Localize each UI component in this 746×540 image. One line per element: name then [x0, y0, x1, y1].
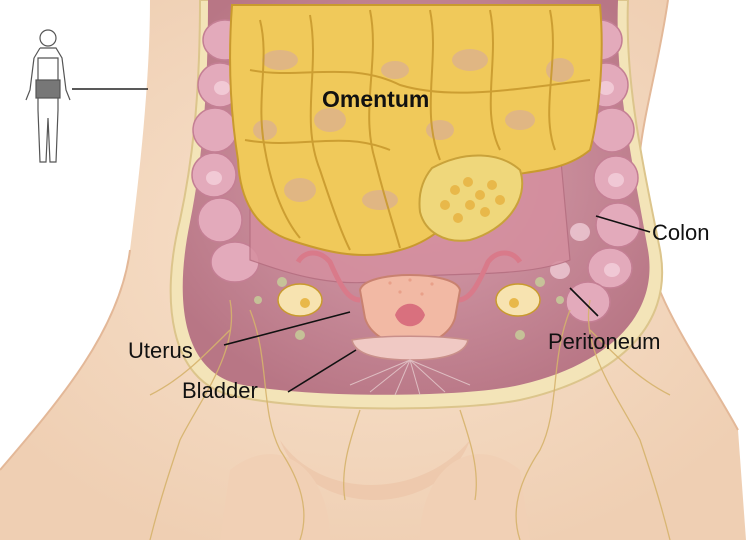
label-omentum: Omentum [322, 88, 429, 111]
label-uterus: Uterus [128, 340, 193, 362]
label-peritoneum: Peritoneum [548, 331, 661, 353]
body-silhouette-icon [26, 30, 70, 162]
label-bladder: Bladder [182, 380, 258, 402]
label-colon: Colon [652, 222, 709, 244]
